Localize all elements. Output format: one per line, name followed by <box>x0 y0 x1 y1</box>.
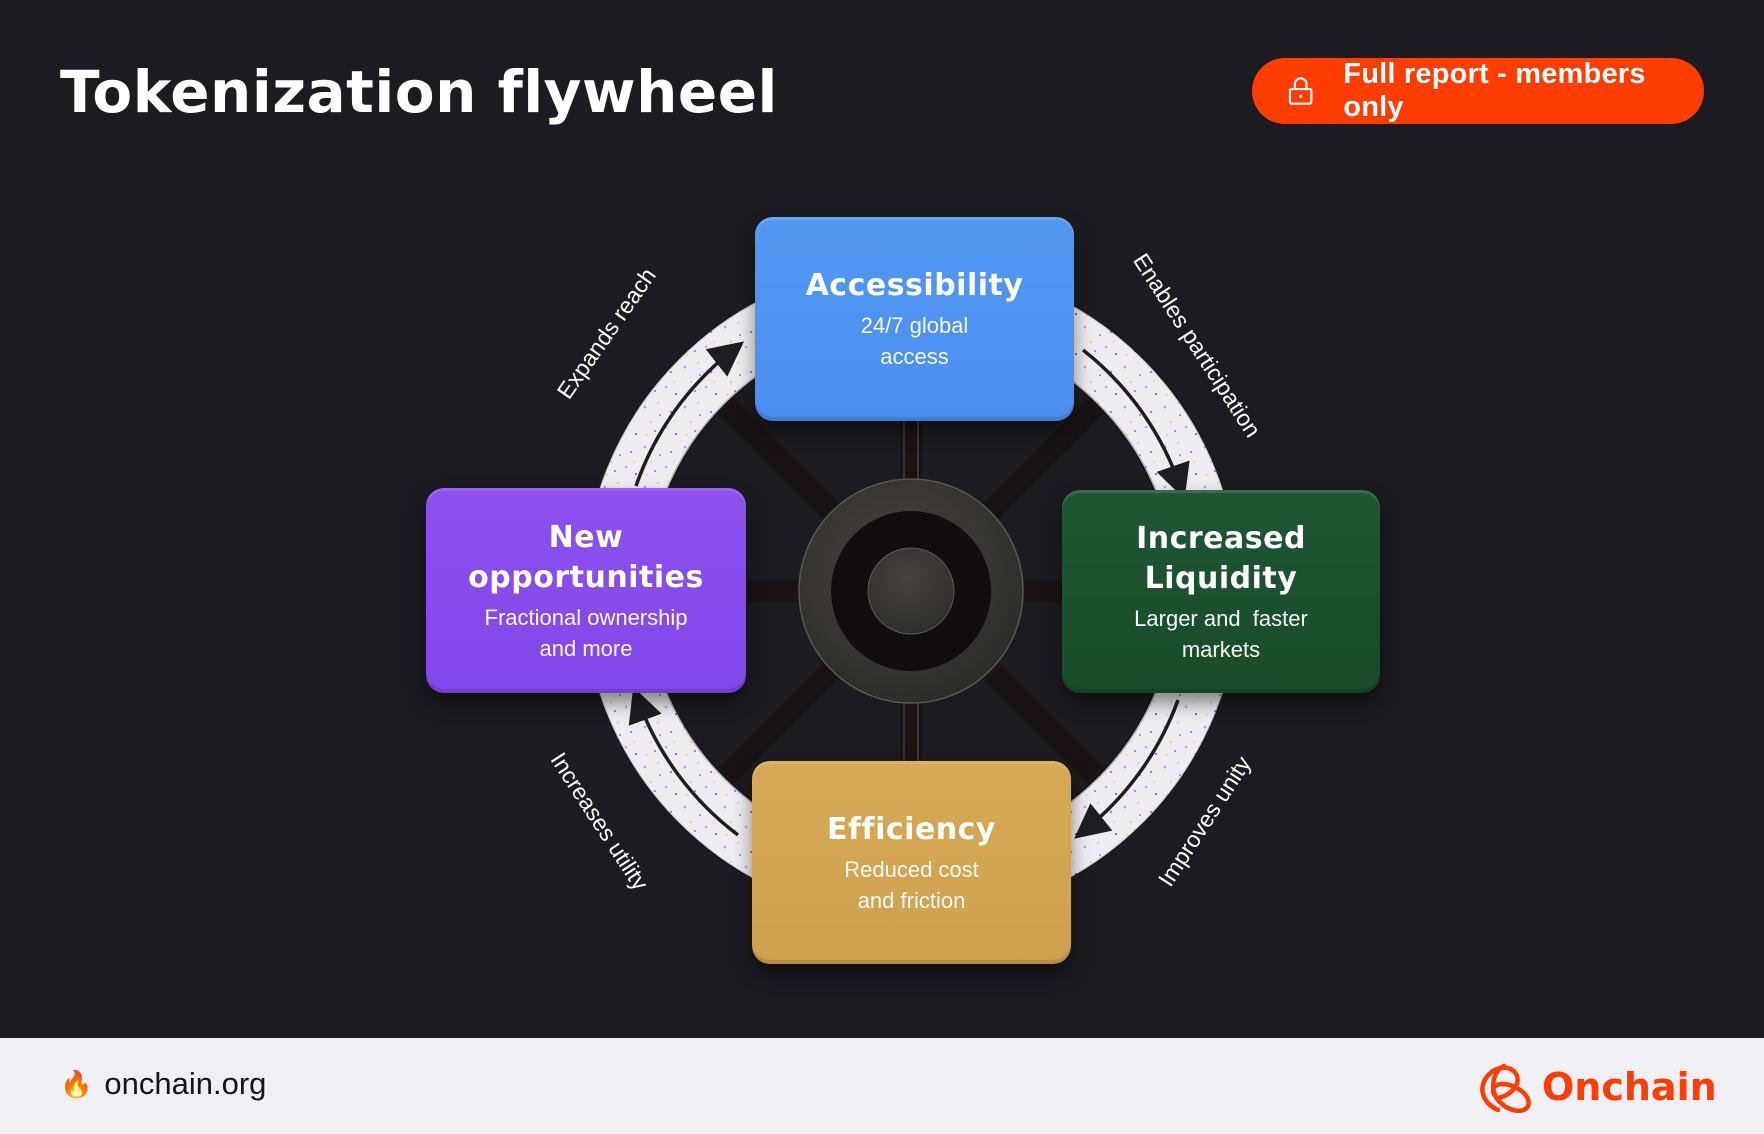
card-efficiency: Efficiency Reduced cost and friction <box>752 761 1071 964</box>
onchain-logo-icon <box>1480 1063 1531 1114</box>
lock-icon <box>1288 77 1313 105</box>
card-increased-liquidity: Increased Liquidity Larger and faster ma… <box>1062 490 1380 693</box>
card-title-line: Liquidity <box>1144 560 1298 596</box>
card-subtitle: Larger and faster markets <box>1134 603 1308 665</box>
card-accessibility: Accessibility 24/7 global access <box>755 217 1074 421</box>
site-link[interactable]: 🔥 onchain.org <box>60 1066 266 1102</box>
card-subtitle-line: 24/7 global <box>860 313 969 338</box>
members-only-report-button[interactable]: Full report - members only <box>1252 58 1704 124</box>
footer: 🔥 onchain.org Onchain <box>0 1038 1764 1134</box>
card-subtitle: Reduced cost and friction <box>844 854 979 916</box>
card-subtitle: Fractional ownership and more <box>485 602 688 664</box>
card-subtitle-line: and more <box>539 635 633 661</box>
card-subtitle-line: Reduced cost <box>844 856 979 882</box>
card-title-line: opportunities <box>468 559 704 595</box>
card-title: New opportunities <box>456 518 716 598</box>
fire-icon: 🔥 <box>60 1069 93 1099</box>
card-title-line: New <box>548 519 624 555</box>
badge-label: Full report - members only <box>1343 58 1646 123</box>
hub-knob <box>867 547 955 635</box>
brand-logo[interactable]: Onchain <box>1476 1060 1717 1114</box>
card-title-line: Increased <box>1136 520 1306 556</box>
brand-name: Onchain <box>1542 1065 1717 1109</box>
card-title: Accessibility <box>805 268 1024 303</box>
card-subtitle-line: Larger and faster <box>1134 605 1308 631</box>
card-subtitle-line: Fractional ownership <box>484 604 688 630</box>
card-subtitle-line: and friction <box>857 887 966 913</box>
flywheel-diagram: Expands reach Enables participation Incr… <box>426 217 1380 964</box>
page-title: Tokenization flywheel <box>60 58 778 126</box>
card-subtitle-line: access <box>880 344 949 369</box>
card-subtitle: 24/7 global access <box>861 310 969 372</box>
card-subtitle-line: markets <box>1181 636 1261 662</box>
card-title: Increased Liquidity <box>1091 519 1351 599</box>
card-title: Efficiency <box>827 811 996 847</box>
site-url: onchain.org <box>104 1066 267 1101</box>
card-new-opportunities: New opportunities Fractional ownership a… <box>426 488 746 693</box>
